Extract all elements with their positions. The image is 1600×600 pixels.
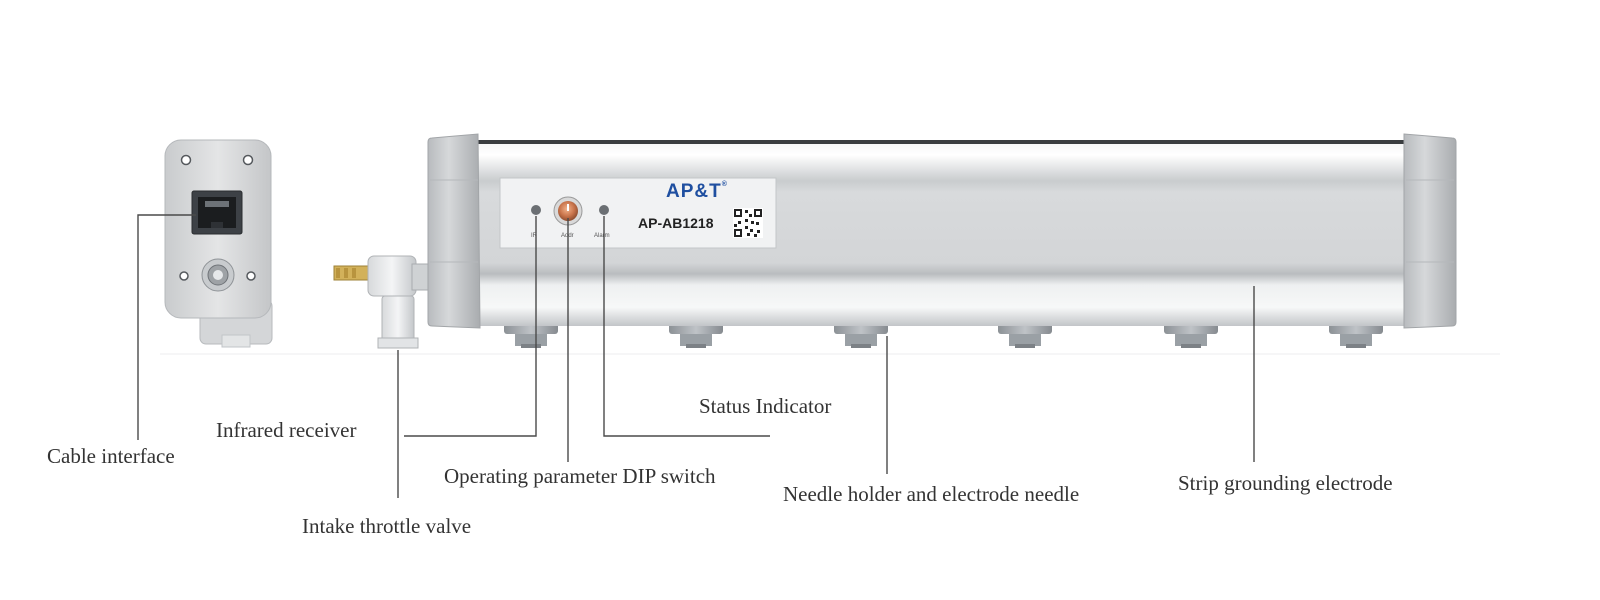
label-strip-grounding: Strip grounding electrode <box>1178 471 1393 495</box>
label-dip-switch: Operating parameter DIP switch <box>444 464 716 488</box>
label-status-indicator: Status Indicator <box>699 394 832 418</box>
indicator-label-alarm: Alarm <box>594 233 610 239</box>
qr-code-icon <box>733 208 763 238</box>
leader-cable-interface <box>137 214 196 440</box>
leader-infrared-receiver <box>404 216 537 437</box>
label-intake-throttle-valve: Intake throttle valve <box>302 514 472 538</box>
label-needle-holder: Needle holder and electrode needle <box>783 482 1080 506</box>
infrared-receiver-icon <box>531 205 541 215</box>
label-cable-interface: Cable interface <box>47 444 175 468</box>
label-infrared-receiver: Infrared receiver <box>216 418 357 442</box>
indicator-label-addr: Addr <box>561 233 574 239</box>
indicator-label-ir: IR <box>531 233 537 239</box>
control-panel <box>499 177 777 249</box>
cable-port-icon <box>191 190 243 235</box>
brand-logo: AP&T® <box>666 181 728 202</box>
status-indicator-icon <box>599 205 609 215</box>
leader-status-indicator <box>603 216 770 437</box>
model-number: AP-AB1218 <box>638 215 714 231</box>
end-view-module <box>164 139 273 348</box>
ionizer-bar <box>427 133 1457 348</box>
intake-throttle-valve-part <box>333 255 429 349</box>
leader-lines <box>137 214 1255 498</box>
